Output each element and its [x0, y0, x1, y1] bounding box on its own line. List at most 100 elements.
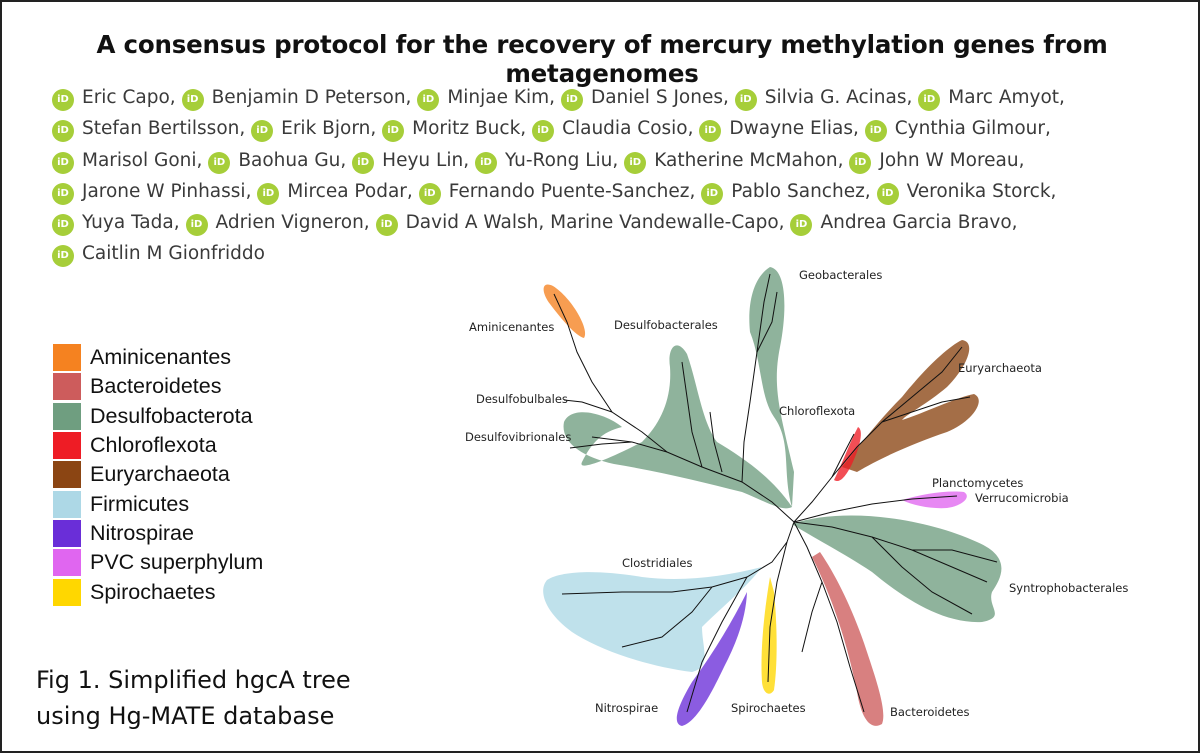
- legend-label: Spirochaetes: [90, 579, 216, 604]
- author-name: Veronika Storck,: [906, 180, 1057, 202]
- author-name: Yuya Tada,: [82, 212, 180, 234]
- legend-item: Spirochaetes: [53, 577, 263, 606]
- author-name: Fernando Puente-Sanchez,: [448, 180, 696, 202]
- author-entry[interactable]: iD Eric Capo,: [52, 87, 176, 111]
- orcid-icon[interactable]: iD: [52, 182, 74, 205]
- author-entry[interactable]: iD Benjamin D Peterson,: [181, 87, 412, 111]
- label-euryarchaeota: Euryarchaeota: [958, 361, 1042, 375]
- label-aminicenantes: Aminicenantes: [469, 320, 554, 334]
- legend-swatch: [53, 432, 81, 460]
- orcid-icon[interactable]: iD: [181, 89, 204, 111]
- orcid-icon[interactable]: iD: [52, 214, 74, 237]
- clade-shade-pvc: [902, 491, 967, 509]
- orcid-icon[interactable]: iD: [560, 89, 583, 111]
- author-name: Marisol Goni,: [82, 149, 203, 171]
- orcid-icon[interactable]: iD: [876, 182, 899, 205]
- author-entry[interactable]: iD Marisol Goni,: [52, 149, 203, 174]
- clade-shapes: [543, 267, 1002, 726]
- clade-labels: Geobacterales Aminicenantes Desulfobacte…: [465, 268, 1128, 719]
- orcid-icon[interactable]: iD: [624, 151, 647, 174]
- orcid-icon[interactable]: iD: [699, 120, 722, 143]
- legend-swatch: [53, 373, 81, 401]
- orcid-icon[interactable]: iD: [185, 214, 208, 237]
- legend-item: Chloroflexota: [53, 431, 263, 460]
- author-entry[interactable]: iD Heyu Lin,: [352, 149, 470, 174]
- orcid-icon[interactable]: iD: [849, 151, 872, 174]
- orcid-icon[interactable]: iD: [790, 214, 813, 237]
- orcid-icon[interactable]: iD: [382, 120, 405, 143]
- legend-swatch: [53, 344, 81, 372]
- branch: [563, 399, 613, 413]
- clade-shade-euryarchaeota: [842, 340, 979, 472]
- legend-item: PVC superphylum: [53, 548, 263, 577]
- author-entry[interactable]: iD Caitlin M Gionfriddo: [52, 243, 265, 268]
- author-entry[interactable]: iD Andrea Garcia Bravo,: [790, 212, 1018, 237]
- orcid-icon[interactable]: iD: [52, 89, 74, 111]
- branch: [801, 581, 823, 653]
- author-entry[interactable]: iD Yuya Tada,: [52, 212, 180, 237]
- orcid-icon[interactable]: iD: [734, 89, 757, 111]
- orcid-icon[interactable]: iD: [701, 182, 724, 205]
- orcid-icon[interactable]: iD: [208, 151, 231, 174]
- orcid-icon[interactable]: iD: [352, 151, 375, 174]
- branch: [793, 521, 865, 713]
- author-entry[interactable]: iD Fernando Puente-Sanchez,: [418, 180, 696, 205]
- clade-shade-spirochaetes: [761, 577, 777, 694]
- orcid-icon[interactable]: iD: [375, 214, 398, 237]
- caption-line-1: Fig 1. Simplified hgcA tree: [36, 666, 351, 694]
- author-name: Benjamin D Peterson,: [211, 87, 412, 108]
- label-desulfobacterales: Desulfobacterales: [614, 318, 718, 332]
- author-name: Caitlin M Gionfriddo: [82, 243, 265, 265]
- orcid-icon[interactable]: iD: [864, 120, 887, 143]
- orcid-icon[interactable]: iD: [417, 89, 440, 111]
- orcid-icon[interactable]: iD: [918, 89, 941, 111]
- branch: [561, 521, 795, 595]
- label-verrucomicrobia: Verrucomicrobia: [975, 491, 1069, 505]
- orcid-icon[interactable]: iD: [532, 120, 555, 143]
- legend-swatch: [53, 402, 81, 430]
- orcid-icon[interactable]: iD: [251, 120, 274, 143]
- legend-label: PVC superphylum: [90, 550, 264, 575]
- label-geobacterales: Geobacterales: [799, 268, 882, 282]
- branch: [767, 541, 788, 683]
- figure-caption: Fig 1. Simplified hgcA tree using Hg-MAT…: [36, 662, 351, 734]
- legend-label: Euryarchaeota: [90, 462, 230, 487]
- author-name: Andrea Garcia Bravo,: [820, 212, 1018, 234]
- orcid-icon[interactable]: iD: [257, 182, 280, 205]
- author-entry[interactable]: iD Veronika Storck,: [876, 180, 1057, 205]
- orcid-icon[interactable]: iD: [474, 151, 497, 174]
- legend-item: Desulfobacterota: [53, 402, 263, 431]
- label-nitrospirae: Nitrospirae: [595, 701, 658, 715]
- orcid-icon[interactable]: iD: [52, 120, 74, 143]
- legend-item: Firmicutes: [53, 489, 263, 518]
- legend-item: Bacteroidetes: [53, 372, 263, 401]
- branch: [621, 586, 713, 648]
- author-name: Eric Capo,: [82, 87, 176, 108]
- orcid-icon[interactable]: iD: [52, 151, 74, 174]
- legend-item: Nitrospirae: [53, 519, 263, 548]
- orcid-icon[interactable]: iD: [418, 182, 441, 205]
- orcid-icon[interactable]: iD: [52, 245, 74, 268]
- legend-swatch: [53, 519, 81, 547]
- author-name: Heyu Lin,: [382, 149, 470, 171]
